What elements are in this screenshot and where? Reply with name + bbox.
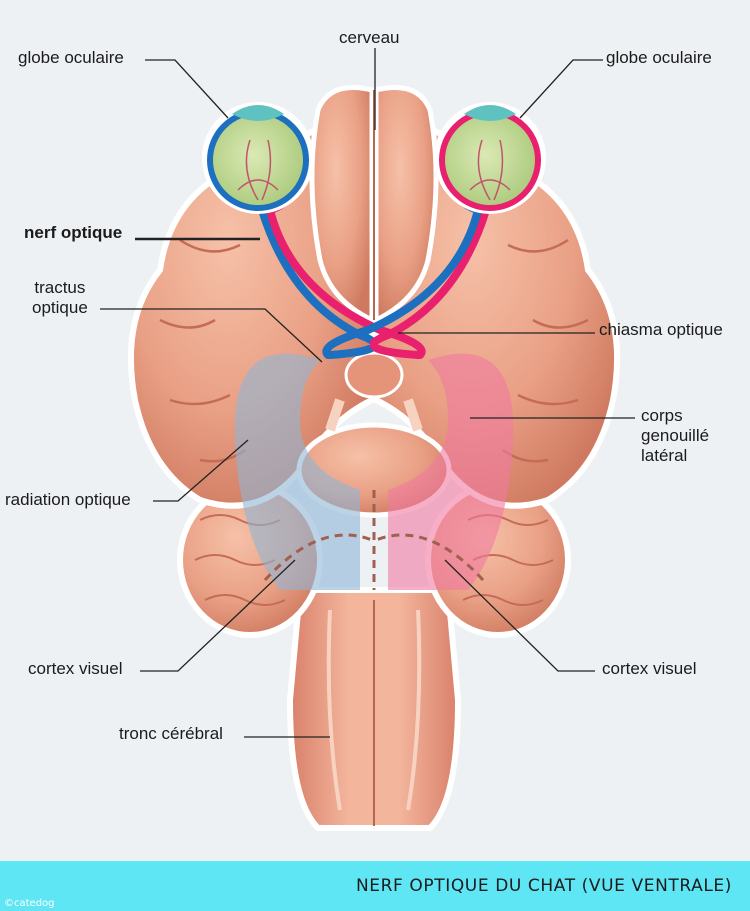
brain-illustration — [100, 48, 635, 831]
eyeball-left — [202, 102, 314, 214]
optic-radiation-left — [234, 353, 360, 590]
cortex-border-left — [263, 533, 373, 582]
label-corps-genouille-lateral: corps genouillé latéral — [641, 406, 710, 465]
label-globe-oculaire-right: globe oculaire — [606, 48, 712, 67]
optic-radiation-right — [388, 353, 514, 590]
label-cortex-visuel-left: cortex visuel — [28, 659, 123, 678]
label-globe-oculaire-left: globe oculaire — [18, 48, 124, 67]
label-cerveau: cerveau — [339, 28, 400, 47]
label-tronc-cerebral: tronc cérébral — [119, 724, 223, 743]
frontal-lobes — [309, 85, 439, 324]
credit-text: ©catedog — [4, 898, 55, 909]
label-chiasma-optique: chiasma optique — [599, 320, 723, 339]
label-nerf-optique: nerf optique — [24, 223, 123, 242]
footer-bar: NERF OPTIQUE DU CHAT (VUE VENTRALE) ©cat… — [0, 861, 750, 911]
label-cortex-visuel-right: cortex visuel — [602, 659, 697, 678]
label-tractus-optique: tractus optique — [32, 278, 88, 317]
label-radiation-optique: radiation optique — [5, 490, 131, 509]
leader-lines — [100, 48, 635, 738]
brain-stem — [286, 587, 462, 831]
cortex-border-right — [375, 533, 485, 582]
eyeball-right — [434, 102, 546, 214]
footer-title: NERF OPTIQUE DU CHAT (VUE VENTRALE) — [355, 876, 732, 896]
